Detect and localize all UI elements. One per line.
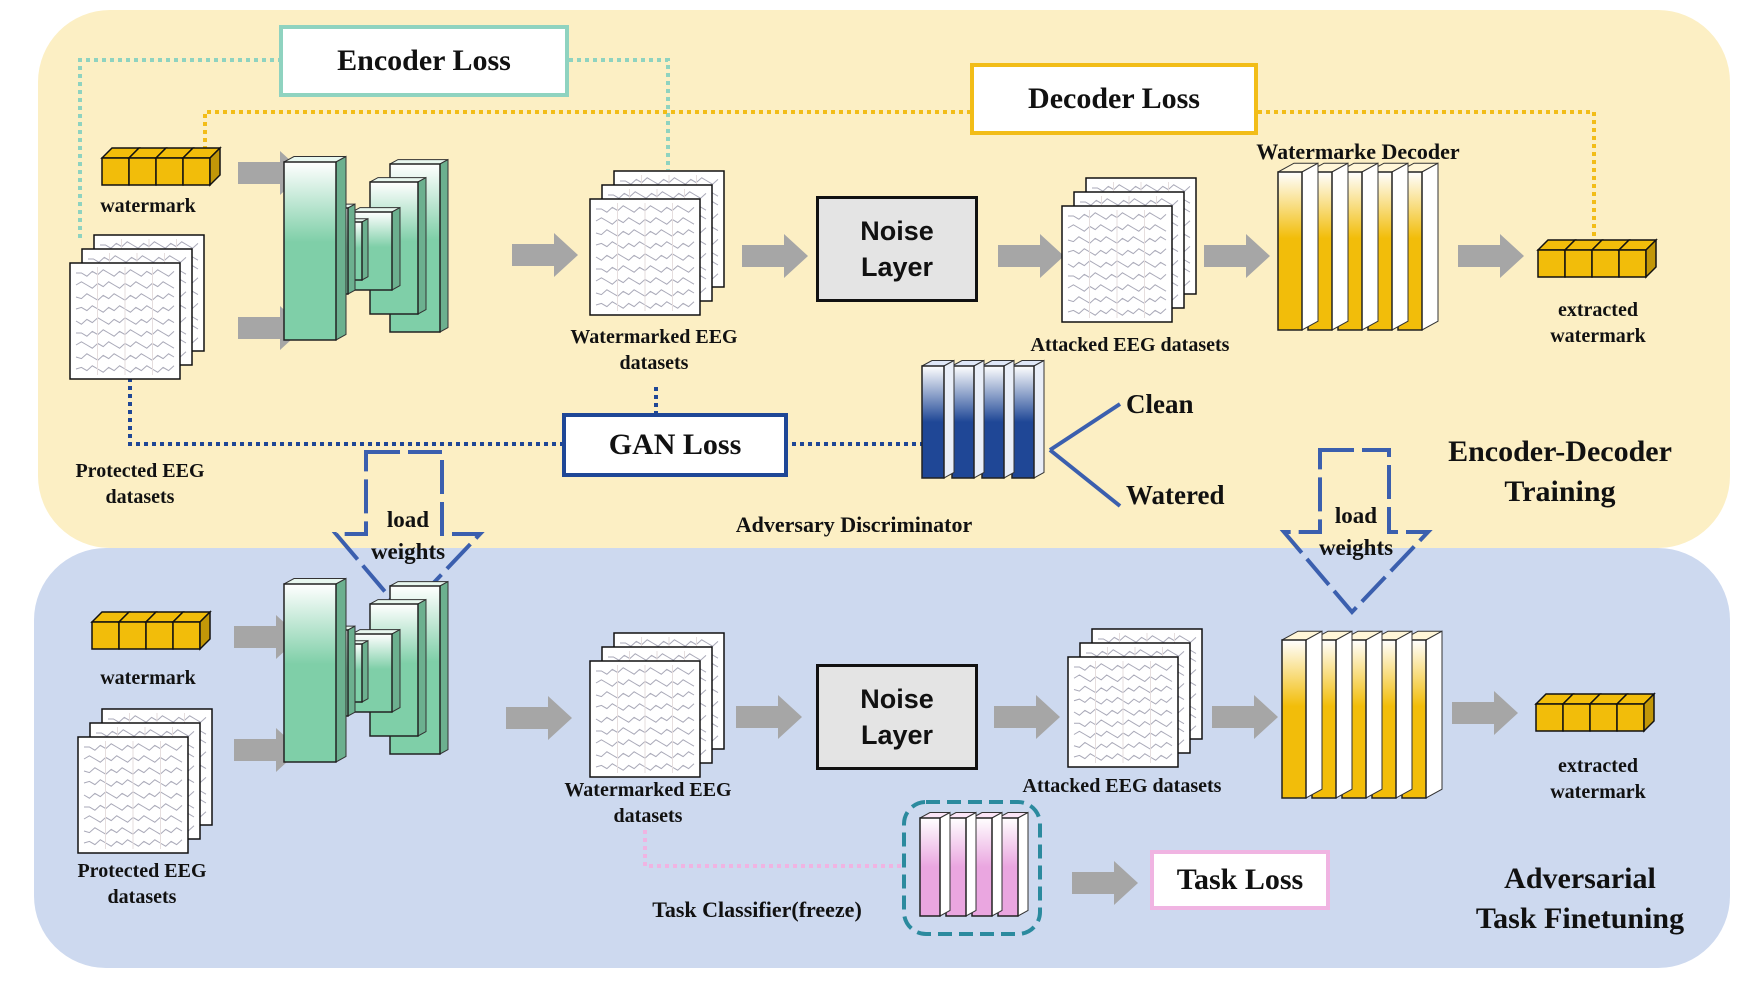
extracted-watermark-top-line2: watermark: [1550, 325, 1646, 347]
attacked-eeg-stack-bottom: [1067, 628, 1203, 768]
task-loss-connector: [643, 830, 905, 868]
extracted-watermark-label-top: extracted watermark: [1518, 297, 1678, 349]
watermark-label-top: watermark: [100, 195, 196, 217]
load-weights-arrow-right: [1279, 448, 1433, 615]
extracted-watermark-label-bottom: extracted watermark: [1518, 753, 1678, 805]
flow-arrow: [742, 234, 808, 278]
noise-layer-top-line1: Noise: [860, 216, 934, 246]
flow-arrow: [994, 695, 1060, 739]
eeg-dataset-stacks: [69, 170, 1203, 854]
gan-loss-box: GAN Loss: [562, 413, 788, 477]
extracted-watermark-top-line1: extracted: [1558, 299, 1638, 321]
extracted-watermark-bottom-line1: extracted: [1558, 755, 1638, 777]
adversarial-title-line1: Adversarial: [1504, 862, 1656, 895]
watermarked-eeg-top-line1: Watermarked EEG: [570, 326, 738, 348]
noise-layer-top-line2: Layer: [860, 252, 934, 282]
classifier-layer: [945, 811, 977, 917]
task-classifier-label: Task Classifier(freeze): [652, 897, 862, 922]
watermarked-eeg-stack-top: [589, 170, 725, 316]
encoder-decoder-title-line2: Training: [1504, 475, 1616, 508]
protected-eeg-top-line2: datasets: [105, 486, 175, 508]
encoder-loss-box: Encoder Loss: [279, 25, 569, 97]
watermarked-eeg-bottom-line2: datasets: [613, 805, 683, 827]
flow-arrow: [506, 696, 572, 740]
decoder-layer-bottom: [1281, 630, 1323, 799]
discriminator-layer: [951, 359, 985, 479]
discriminator-layer: [981, 359, 1015, 479]
attacked-eeg-label-bottom: Attacked EEG datasets: [1022, 775, 1222, 797]
flow-arrow: [1458, 234, 1524, 278]
noise-layer-bottom-line2: Layer: [860, 720, 934, 750]
load-weights-left-line1: load: [386, 507, 430, 532]
network-blocks: [283, 155, 1443, 917]
noise-layer-bottom-line1: Noise: [860, 684, 934, 714]
protected-eeg-label-bottom: Protected EEG datasets: [58, 858, 226, 910]
task-classifier-frame: [902, 800, 1042, 936]
load-weights-label-right: load weights: [1294, 500, 1418, 564]
flow-arrow: [1204, 234, 1270, 278]
extracted-watermark-bottom-line2: watermark: [1550, 781, 1646, 803]
protected-eeg-stack-bottom: [77, 708, 213, 854]
watermark-bit-strips: [90, 146, 1658, 733]
watermarked-eeg-stack-bottom: [589, 632, 725, 778]
decoder-layer-top: [1367, 162, 1409, 331]
decoder-layer-top: [1277, 162, 1319, 331]
attacked-eeg-stack-top: [1061, 177, 1197, 323]
adversarial-title-line2: Task Finetuning: [1475, 902, 1685, 935]
extracted-watermark-bits-bottom: [1534, 692, 1656, 733]
classifier-layer: [997, 811, 1029, 917]
attacked-eeg-label-top: Attacked EEG datasets: [1030, 334, 1230, 356]
watermarked-eeg-bottom-line1: Watermarked EEG: [564, 779, 732, 801]
clean-output-line: [1048, 402, 1122, 452]
classifier-layer: [919, 811, 951, 917]
discriminator-layer: [921, 359, 955, 479]
flow-arrow: [998, 234, 1064, 278]
decoder-loss-connector: [203, 110, 1596, 240]
protected-eeg-bottom-line1: Protected EEG: [77, 860, 207, 882]
decoder-loss-box: Decoder Loss: [970, 63, 1258, 135]
flow-arrow: [736, 695, 802, 739]
watermark-decoder-title: Watermarke Decoder: [1256, 139, 1460, 164]
classifier-layer: [971, 811, 1003, 917]
watermark-label-bottom: watermark: [100, 667, 196, 689]
encoder-unet-top-layer: [283, 155, 347, 341]
load-weights-left-line2: weights: [370, 539, 446, 564]
clean-label: Clean: [1126, 389, 1194, 419]
flow-arrow: [512, 233, 578, 277]
task-loss-box: Task Loss: [1150, 850, 1330, 910]
protected-eeg-top-line1: Protected EEG: [75, 460, 205, 482]
encoder-decoder-title-line1: Encoder-Decoder: [1448, 435, 1672, 468]
watermarked-eeg-label-top: Watermarked EEG datasets: [554, 324, 754, 376]
watered-output-line: [1048, 448, 1122, 508]
load-weights-arrow-left: [331, 450, 485, 617]
watermarked-eeg-top-line2: datasets: [619, 352, 689, 374]
load-weights-right-line2: weights: [1318, 535, 1394, 560]
adversary-discriminator-label: Adversary Discriminator: [735, 512, 973, 537]
flow-arrow: [1072, 861, 1138, 905]
protected-eeg-label-top: Protected EEG datasets: [56, 458, 224, 510]
gan-loss-connector: [128, 378, 922, 446]
flow-arrow: [1212, 695, 1278, 739]
watered-label: Watered: [1126, 480, 1225, 510]
protected-eeg-bottom-line2: datasets: [107, 886, 177, 908]
load-weights-label-left: load weights: [346, 504, 470, 568]
discriminator-layer: [1011, 359, 1045, 479]
watermark-bits-bottom: [90, 610, 212, 651]
load-weights-right-line1: load: [1334, 503, 1378, 528]
extracted-watermark-bits-top: [1536, 238, 1658, 279]
encoder-unet-bottom-layer: [283, 577, 347, 763]
watermarked-eeg-label-bottom: Watermarked EEG datasets: [548, 777, 748, 829]
flow-arrow: [1452, 691, 1518, 735]
protected-eeg-stack-top: [69, 234, 205, 380]
watermark-bits-top: [100, 146, 222, 187]
encoder-loss-connector: [78, 58, 670, 238]
